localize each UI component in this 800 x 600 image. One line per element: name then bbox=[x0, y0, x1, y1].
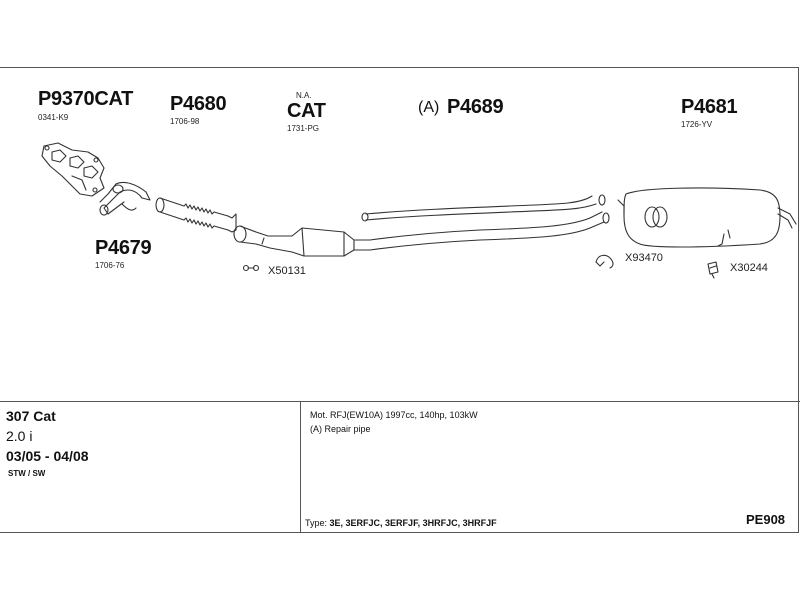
type-line: Type: 3E, 3ERFJC, 3ERFJF, 3HRFJC, 3HRFJF bbox=[305, 518, 497, 528]
manifold-part bbox=[41, 142, 105, 197]
part-code-p4680: P4680 bbox=[170, 93, 227, 115]
vehicle-engine: 2.0 i bbox=[6, 428, 33, 444]
exhaust-diagram bbox=[41, 142, 797, 279]
part-ref-p4679: 1706-76 bbox=[95, 261, 125, 270]
repair-note: (A) Repair pipe bbox=[310, 424, 371, 434]
type-label: Type: bbox=[305, 518, 328, 528]
vehicle-body: STW / SW bbox=[8, 469, 46, 478]
vehicle-years: 03/05 - 04/08 bbox=[6, 448, 89, 464]
vehicle-model: 307 Cat bbox=[6, 408, 56, 424]
bent-pipe-part bbox=[99, 181, 151, 216]
motor-details: Mot. RFJ(EW10A) 1997cc, 140hp, 103kW bbox=[310, 410, 478, 420]
fitting-label-x50131: X50131 bbox=[268, 265, 306, 277]
part-ref-p4680: 1706-98 bbox=[170, 117, 200, 126]
diagram-frame bbox=[0, 67, 799, 533]
clamp-x50131 bbox=[242, 264, 260, 272]
divider-horizontal bbox=[0, 401, 800, 402]
part-code-p4679: P4679 bbox=[95, 237, 152, 259]
type-codes: 3E, 3ERFJC, 3ERFJF, 3HRFJC, 3HRFJF bbox=[329, 518, 497, 528]
sheet-code: PE908 bbox=[746, 512, 786, 527]
part-ref-cat: 1731-PG bbox=[287, 124, 320, 133]
rear-silencer-part bbox=[617, 187, 797, 248]
flex-pipe-part bbox=[155, 197, 237, 233]
hanger-x93470 bbox=[595, 254, 614, 269]
bracket-x30244 bbox=[707, 261, 719, 279]
part-ref-p9370cat: 0341-K9 bbox=[38, 113, 69, 122]
part-code-p4689: P4689 bbox=[447, 96, 504, 118]
part-code-cat: CAT bbox=[287, 100, 326, 122]
fitting-label-x93470: X93470 bbox=[625, 252, 663, 264]
catalytic-converter-part bbox=[233, 225, 371, 257]
part-code-p4681: P4681 bbox=[681, 96, 738, 118]
divider-vertical bbox=[300, 401, 301, 533]
intermediate-pipe-part bbox=[361, 194, 610, 251]
part-prefix-p4689: (A) bbox=[418, 99, 440, 116]
part-code-p9370cat: P9370CAT bbox=[38, 88, 134, 110]
fitting-label-x30244: X30244 bbox=[730, 262, 768, 274]
part-note-cat: N.A. bbox=[296, 91, 312, 100]
part-ref-p4681: 1726-YV bbox=[681, 120, 713, 129]
